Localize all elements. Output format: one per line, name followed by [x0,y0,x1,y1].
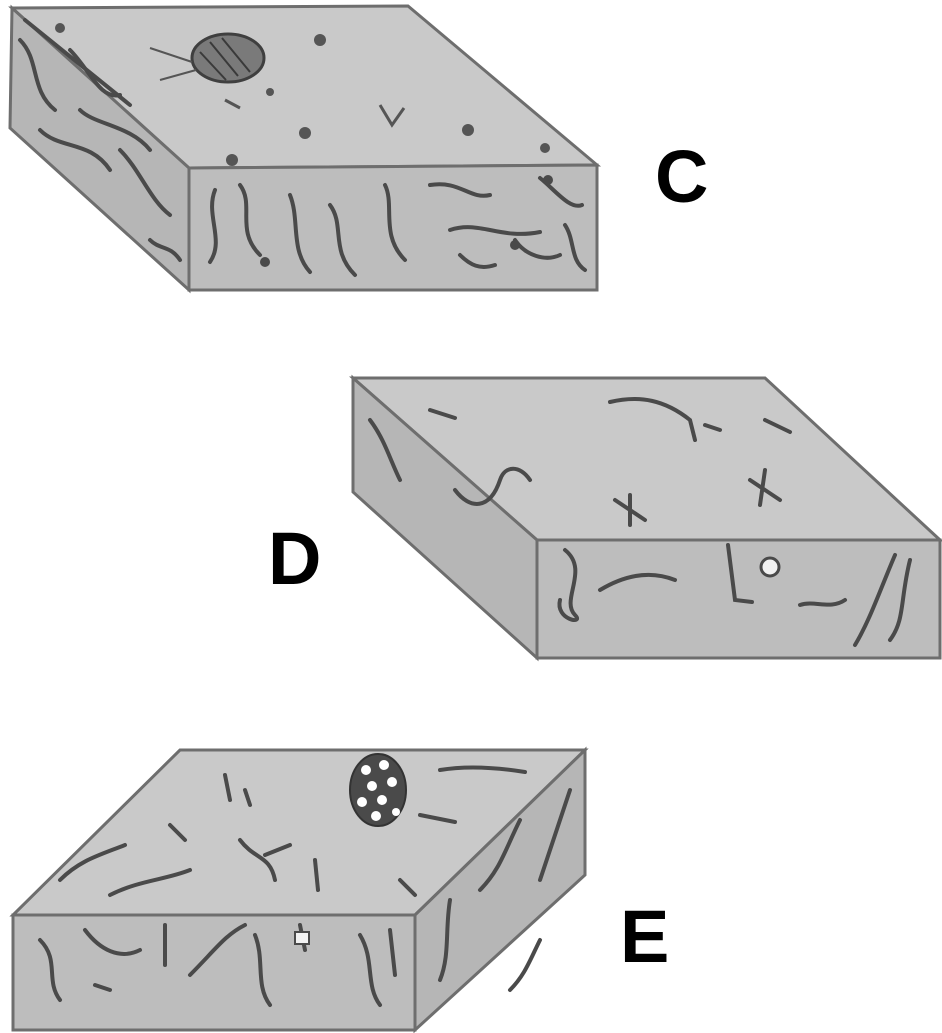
block-d-vacuole [761,558,779,576]
block-c [10,6,597,290]
block-d [353,378,940,658]
block-e-vacuole [295,932,309,944]
block-c-front-face [189,165,597,290]
block-c-large-organism [192,34,264,82]
block-e-front-face [13,915,415,1030]
block-label-e: E [620,900,669,974]
block-label-c: C [655,140,708,214]
block-label-d: D [268,522,321,596]
block-e [13,750,585,1030]
